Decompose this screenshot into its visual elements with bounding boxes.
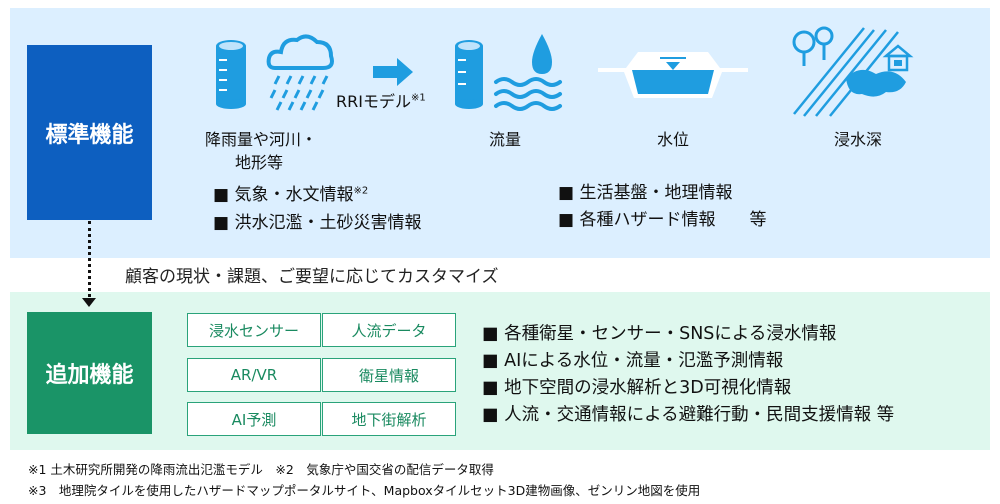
rri-model-label: RRIモデル※1 (336, 88, 426, 112)
tag-underground: 地下街解析 (322, 402, 456, 436)
standard-bullet-weather-text: ■ 気象・水文情報 (213, 185, 354, 205)
standard-bullet-weather-note: ※2 (353, 185, 369, 197)
standard-title: 標準機能 (27, 45, 152, 220)
tag-flood-sensor: 浸水センサー (187, 313, 321, 347)
tag-ai-prediction: AI予測 (187, 402, 321, 436)
standard-bullet-weather: ■ 気象・水文情報※2 (213, 180, 368, 205)
rri-model-note: ※1 (410, 92, 426, 104)
tag-people-flow: 人流データ (322, 313, 456, 347)
flow-gauge-icon (455, 40, 483, 109)
water-drop-icon (494, 34, 562, 111)
depth-label: 浸水深 (833, 130, 882, 149)
connector-arrowhead (82, 298, 96, 307)
rain-cloud-icon (266, 34, 334, 111)
additional-panel (10, 292, 990, 450)
standard-panel (10, 8, 990, 258)
tag-ar-vr: AR/VR (187, 358, 321, 392)
rri-model-text: RRIモデル (336, 92, 411, 111)
rain-label-line2: 地形等 (235, 153, 284, 172)
arrow-right-icon (373, 58, 413, 86)
flood-depth-icon (792, 26, 914, 117)
standard-bullet-infrastructure: ■ 生活基盤・地理情報 (558, 183, 733, 203)
standard-bullet-flood: ■ 洪水氾濫・土砂災害情報 (213, 213, 422, 233)
additional-bullet-satellite: ■ 各種衛星・センサー・SNSによる浸水情報 (482, 324, 837, 344)
additional-title: 追加機能 (27, 312, 152, 434)
water-level-icon (598, 52, 748, 98)
rain-gauge-icon (216, 40, 246, 109)
standard-bullet-hazard: ■ 各種ハザード情報 等 (558, 210, 767, 230)
footnote-2: ※3 地理院タイルを使用したハザードマップポータルサイト、Mapboxタイルセッ… (28, 483, 701, 498)
rain-label-line1: 降雨量や河川・ (205, 130, 318, 149)
additional-bullet-evacuation: ■ 人流・交通情報による避難行動・民間支援情報 等 (482, 405, 895, 425)
connector-dotted-line (88, 221, 91, 303)
flow-label: 流量 (488, 130, 521, 149)
footnote-1: ※1 土木研究所開発の降雨流出氾濫モデル ※2 気象庁や国交省の配信データ取得 (28, 462, 494, 477)
tag-satellite: 衛星情報 (322, 358, 456, 392)
additional-bullet-ai: ■ AIによる水位・流量・氾濫予測情報 (482, 351, 784, 371)
customize-text: 顧客の現状・課題、ご要望に応じてカスタマイズ (125, 267, 499, 287)
additional-bullet-3d: ■ 地下空間の浸水解析と3D可視化情報 (482, 378, 792, 398)
level-label: 水位 (656, 130, 689, 149)
